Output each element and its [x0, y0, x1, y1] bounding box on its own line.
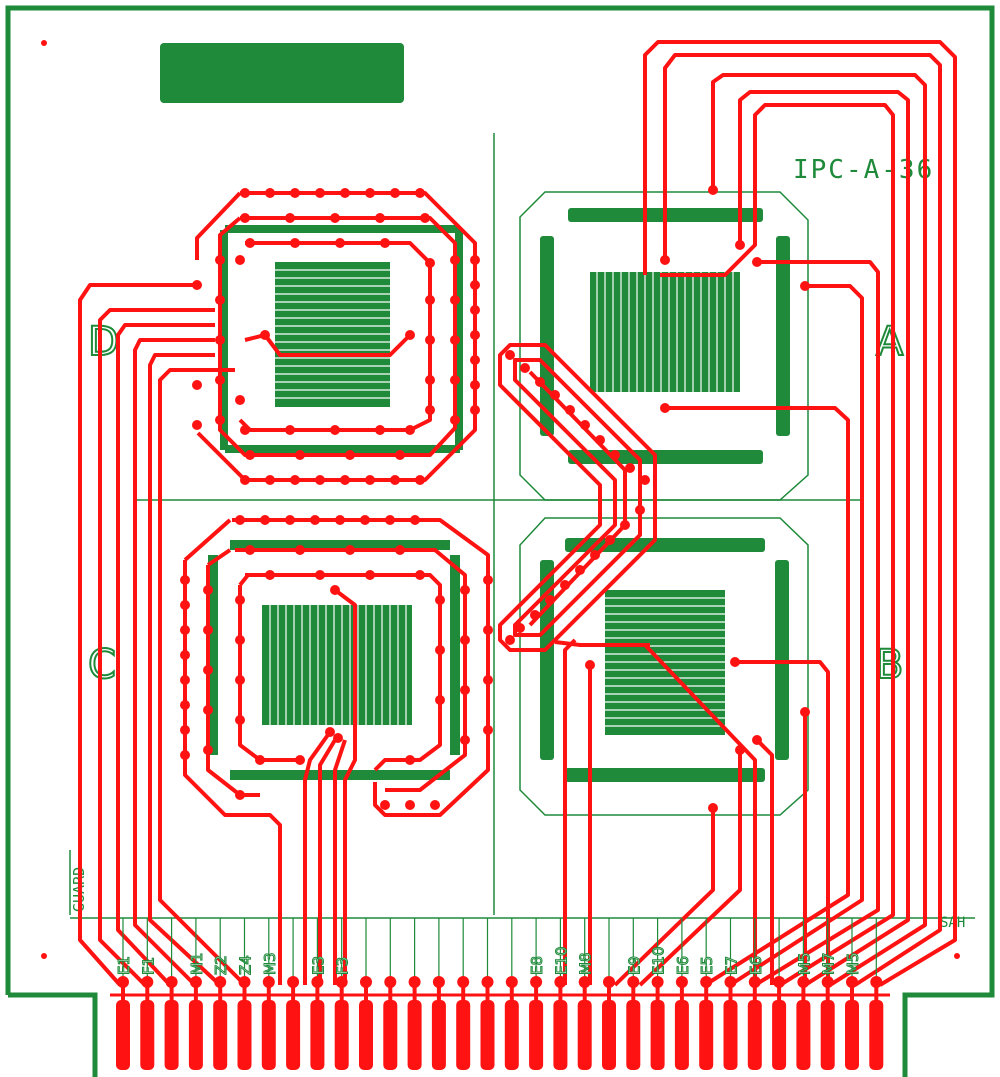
chip-footprint-b [519, 517, 830, 987]
connector-finger [602, 1000, 616, 1070]
pin-label: E7 [723, 956, 741, 975]
connector-finger [140, 1000, 155, 1070]
connector-finger [359, 1000, 373, 1070]
pin-label: M5 [844, 953, 862, 976]
pin-label: F3 [334, 957, 352, 975]
chip-footprint-c [180, 515, 493, 985]
connector-finger [261, 1000, 276, 1070]
connector-finger [650, 1000, 665, 1070]
connector-finger [480, 1000, 495, 1070]
connector-finger [383, 1000, 398, 1070]
connector-finger [504, 1000, 519, 1070]
connector-finger [845, 1000, 859, 1070]
pin-label: E6 [747, 956, 765, 975]
chip-footprint-a [519, 40, 957, 987]
connector-finger [286, 1000, 301, 1070]
pin-label: E1 [115, 956, 133, 975]
center-crossover [498, 343, 657, 652]
fiducial-marks [41, 40, 960, 959]
center-vias [505, 350, 650, 645]
connector-finger [674, 1000, 689, 1070]
connector-finger [310, 1000, 325, 1070]
connector-finger [334, 1000, 349, 1070]
quadrant-label-a: A [876, 319, 904, 365]
board-title: IPC-A-36 [793, 155, 934, 185]
connector-finger [869, 1000, 884, 1070]
connector-finger [820, 1000, 835, 1070]
connector-finger [723, 1000, 738, 1070]
pin-label: M7 [820, 953, 838, 976]
pin-label: E8 [528, 956, 546, 975]
pin-label: Z2 [212, 955, 230, 975]
board-outline [5, 5, 995, 1077]
connector-finger [116, 1000, 130, 1070]
pin-label: E10 [650, 946, 668, 975]
pin-label: E5 [698, 956, 716, 975]
connector-finger [699, 1000, 714, 1070]
connector-finger [772, 1000, 787, 1070]
pin-label: E6 [674, 956, 692, 975]
connector-finger [747, 1000, 762, 1070]
connector-finger [456, 1000, 471, 1070]
connector-finger [529, 1000, 544, 1070]
pin-label: E9 [625, 956, 643, 975]
quadrant-label-d: D [88, 319, 119, 365]
connector-finger [431, 1000, 446, 1070]
pin-label: M8 [577, 953, 595, 976]
label-block [160, 43, 404, 103]
connector-finger [164, 1000, 179, 1070]
pin-label: E10 [552, 946, 570, 975]
pin-label: Z4 [237, 955, 255, 975]
pin-label: F1 [139, 957, 157, 975]
connector-finger [553, 1000, 568, 1070]
connector-finger [237, 1000, 252, 1070]
pin-label: M3 [261, 953, 279, 976]
connector-finger [213, 1000, 228, 1070]
pin-label: E3 [309, 956, 327, 975]
edge-connector: E1 F1 M1 Z2 Z4 M3 E3 F3 E8 E10 M8 E9 E10 E6 E5 E7 E6 M5 M7… [110, 918, 890, 1070]
pin-label: M1 [188, 953, 206, 976]
quadrant-label-b: B [876, 642, 903, 688]
connector-finger [407, 1000, 422, 1070]
connector-finger [188, 1000, 203, 1070]
connector-finger [626, 1000, 641, 1070]
corner-code: SAH [940, 915, 965, 931]
chip-footprint-d [78, 188, 480, 987]
connector-finger [577, 1000, 592, 1070]
pin-label: M5 [795, 953, 813, 976]
connector-finger [796, 1000, 811, 1070]
